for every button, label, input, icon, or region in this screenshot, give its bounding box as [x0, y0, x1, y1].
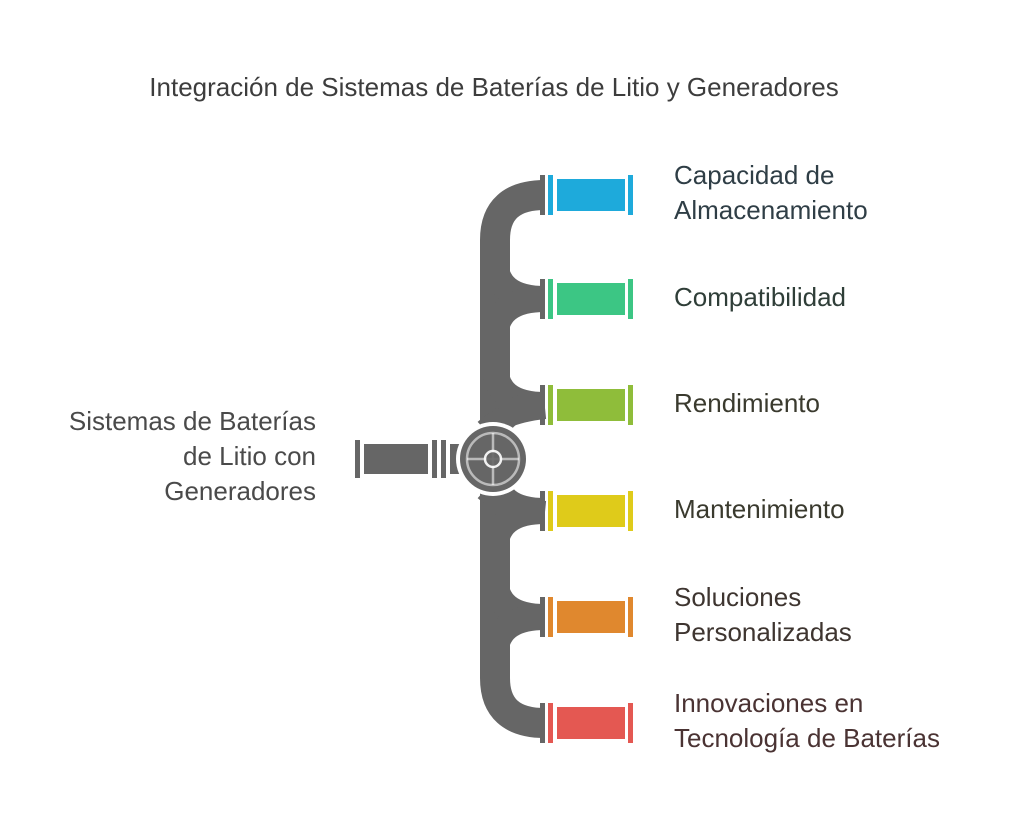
outlet-body [557, 179, 625, 211]
source-label-line: de Litio con [183, 441, 316, 471]
outlet-flange [540, 385, 545, 425]
inlet-flange [432, 440, 437, 478]
outlet-body [557, 283, 625, 315]
branch-label-line: Personalizadas [674, 617, 852, 647]
outlet-pipe [540, 279, 633, 319]
diagram-title: Integración de Sistemas de Baterías de L… [149, 72, 839, 102]
branch-label-line: Almacenamiento [674, 195, 868, 225]
inlet-flange [355, 440, 360, 478]
outlet-flange [548, 597, 553, 637]
outlet-flange [548, 385, 553, 425]
outlet-pipe [540, 491, 633, 531]
valve-wheel-hub [483, 449, 503, 469]
branch-elbow [482, 604, 546, 658]
outlet-flange [548, 279, 553, 319]
outlet-flange [540, 597, 545, 637]
outlet-flange [628, 597, 633, 637]
branch-label-line: Tecnología de Baterías [674, 723, 940, 753]
inlet-pipe [355, 440, 462, 478]
outlet-pipe [540, 175, 633, 215]
inlet-flange [441, 440, 446, 478]
branch-label: Compatibilidad [674, 280, 846, 315]
branch-label-line: Innovaciones en [674, 688, 864, 718]
outlet-flange [540, 491, 545, 531]
outlet-flange [540, 279, 545, 319]
outlet-flange [628, 491, 633, 531]
branch-label-line: Soluciones [674, 582, 802, 612]
branch-elbow [482, 286, 546, 340]
outlet-flange [540, 703, 545, 743]
outlet-flange [628, 175, 633, 215]
outlet-flange [548, 703, 553, 743]
outlet-body [557, 495, 625, 527]
outlet-pipe [540, 385, 633, 425]
outlet-body [557, 389, 625, 421]
inlet-body [364, 444, 428, 474]
branch-label: Capacidad de Almacenamiento [674, 158, 868, 228]
outlet-pipes [540, 175, 633, 743]
source-label: Sistemas de Baterías de Litio con Genera… [0, 404, 316, 509]
outlet-flange [628, 703, 633, 743]
outlet-body [557, 601, 625, 633]
branch-label: Rendimiento [674, 386, 820, 421]
branch-label-line: Rendimiento [674, 387, 820, 418]
source-label-line: Sistemas de Baterías [68, 406, 316, 436]
outlet-flange [628, 279, 633, 319]
branch-label-line: Compatibilidad [674, 281, 846, 312]
outlet-flange [548, 491, 553, 531]
branch-label-line: Capacidad de [674, 160, 835, 190]
outlet-pipe [540, 703, 633, 743]
outlet-flange [548, 175, 553, 215]
outlet-body [557, 707, 625, 739]
valve-wheel-icon [456, 422, 530, 496]
branch-label-line: Mantenimiento [674, 493, 845, 524]
outlet-flange [628, 385, 633, 425]
branch-label: Mantenimiento [674, 492, 845, 527]
branch-label: Innovaciones en Tecnología de Baterías [674, 686, 940, 756]
outlet-flange [540, 175, 545, 215]
outlet-pipe [540, 597, 633, 637]
source-label-line: Generadores [164, 476, 316, 506]
